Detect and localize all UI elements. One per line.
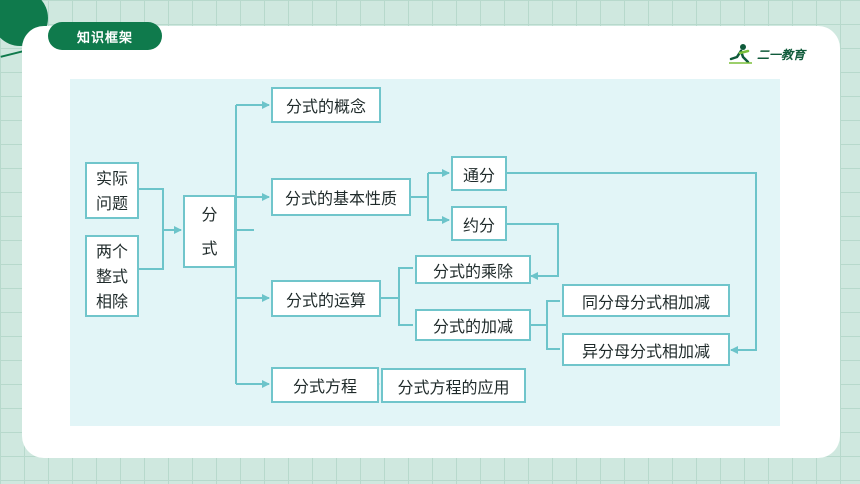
logo-text: 二一教育 xyxy=(757,47,806,62)
node-practical-problem: 实际 问题 xyxy=(85,162,139,219)
node-fractional-equation: 分式方程 xyxy=(271,367,379,403)
connector-sources xyxy=(138,188,164,270)
node-add-subtract: 分式的加减 xyxy=(415,309,531,341)
connector-add-down xyxy=(546,325,560,350)
connector-add-up xyxy=(531,300,560,326)
node-fraction-concept: 分式的概念 xyxy=(271,87,381,123)
connector-property-up xyxy=(410,173,429,198)
node-common-denominator: 通分 xyxy=(451,156,507,191)
knowledge-diagram: 实际 问题 两个 整式 相除 分 式 分式的概念 分式的基本性质 通分 约分 分… xyxy=(70,79,780,426)
connector-operation-up xyxy=(381,267,413,299)
node-different-denominator: 异分母分式相加减 xyxy=(562,333,730,366)
node-basic-property: 分式的基本性质 xyxy=(271,178,411,216)
brand-logo: 二一教育 xyxy=(728,42,805,66)
arrow-common-to-diff xyxy=(506,172,757,354)
node-multiply-divide: 分式的乘除 xyxy=(415,255,531,284)
node-reduction: 约分 xyxy=(451,206,507,241)
node-equation-application: 分式方程的应用 xyxy=(381,368,526,403)
arrow-reduction-to-muldiv xyxy=(506,223,559,280)
node-polynomial-division: 两个 整式 相除 xyxy=(85,235,139,317)
node-fraction-operation: 分式的运算 xyxy=(271,280,381,317)
connector-operation-down xyxy=(398,298,413,326)
section-title: 知识框架 xyxy=(48,22,162,50)
node-same-denominator: 同分母分式相加减 xyxy=(562,284,730,317)
diagram-connectors xyxy=(138,101,757,388)
arrow-to-reduction xyxy=(427,197,450,224)
node-fraction: 分 式 xyxy=(183,195,236,268)
runner-icon xyxy=(729,44,752,64)
